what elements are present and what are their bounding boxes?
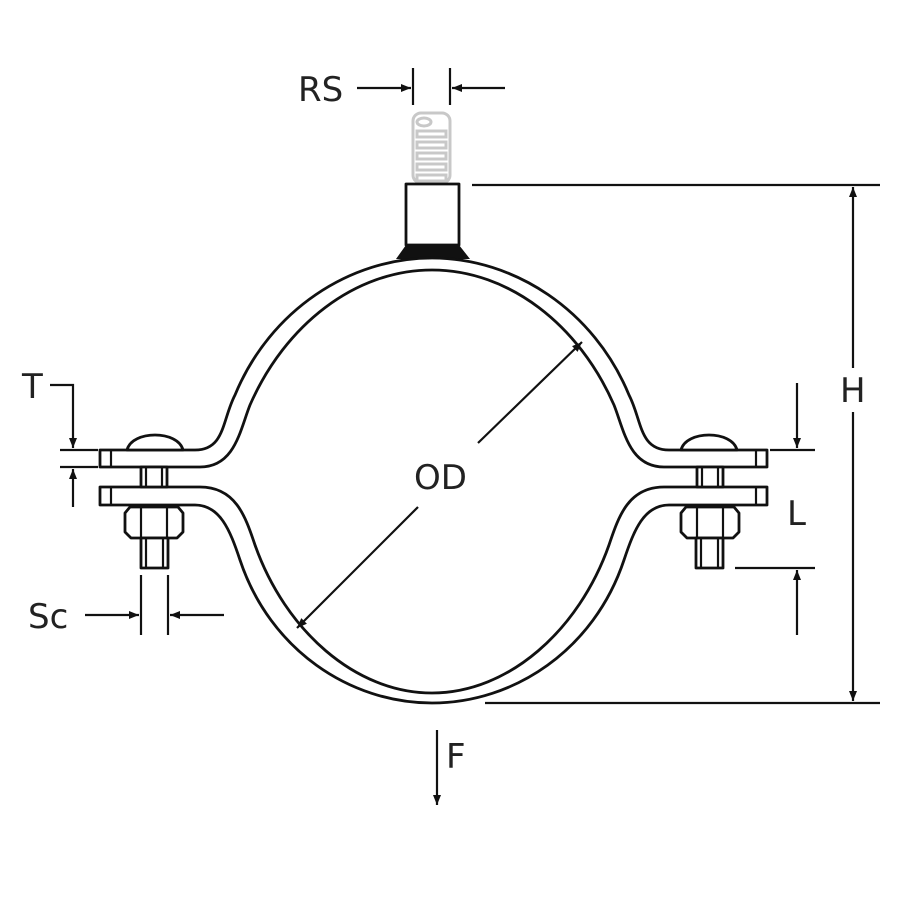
weld [396, 245, 470, 259]
right-bolt [679, 433, 741, 570]
h-dimension: H [472, 183, 880, 705]
t-label: T [21, 367, 43, 407]
h-label: H [840, 371, 866, 411]
l-label: L [787, 494, 806, 534]
l-dimension: L [735, 383, 815, 635]
left-bolt [123, 433, 185, 570]
f-label: F [446, 737, 466, 777]
sc-label: Sc [28, 597, 68, 637]
f-load: F [433, 730, 466, 805]
t-dimension: T [21, 367, 98, 507]
sc-dimension: Sc [28, 575, 224, 637]
rs-label: RS [298, 70, 343, 110]
lower-strap [98, 485, 769, 705]
rod-socket [404, 182, 461, 247]
od-dimension: OD [296, 341, 583, 629]
rs-dimension: RS [298, 68, 505, 110]
threaded-rod [411, 111, 452, 185]
od-label: OD [414, 458, 467, 498]
upper-strap [98, 256, 769, 469]
